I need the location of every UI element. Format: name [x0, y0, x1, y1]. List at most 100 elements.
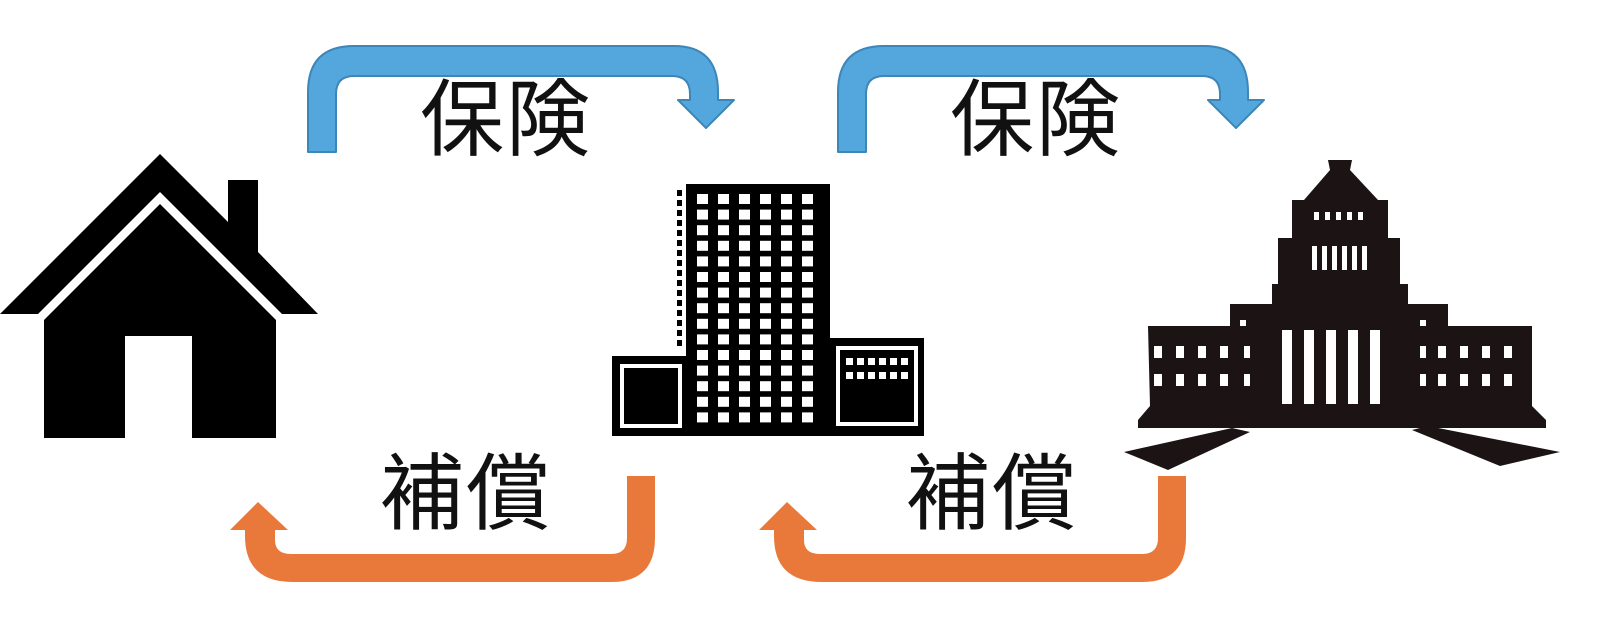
window [781, 381, 792, 392]
window [718, 272, 729, 282]
window [1312, 246, 1317, 270]
window [781, 412, 792, 423]
window [718, 365, 729, 376]
window [802, 287, 813, 298]
window [879, 372, 886, 379]
window [739, 287, 750, 298]
window [677, 190, 682, 196]
window [1198, 374, 1206, 386]
window [846, 358, 853, 365]
window [718, 303, 729, 314]
window [1322, 246, 1327, 270]
window [802, 365, 813, 376]
window [677, 320, 682, 326]
window [868, 372, 875, 379]
window [760, 240, 771, 251]
window [802, 225, 813, 236]
window [677, 240, 682, 246]
window [1438, 346, 1446, 358]
window [1482, 374, 1490, 386]
window [1358, 212, 1363, 220]
window [1220, 374, 1228, 386]
window [857, 358, 864, 365]
window [781, 334, 792, 345]
window [1176, 374, 1184, 386]
window [739, 318, 750, 329]
window [677, 300, 682, 306]
window [760, 209, 771, 220]
window [857, 372, 864, 379]
window [760, 272, 771, 282]
window [739, 209, 750, 220]
insurance-arrow-right [837, 45, 1265, 153]
window [1348, 330, 1358, 404]
window [760, 350, 771, 360]
window [1420, 374, 1426, 386]
window [1420, 346, 1426, 358]
window [1504, 374, 1512, 386]
window [677, 220, 682, 226]
window [781, 256, 792, 267]
window [1370, 330, 1380, 404]
window [802, 209, 813, 220]
window [781, 318, 792, 329]
window [697, 303, 708, 314]
window [802, 318, 813, 329]
window [781, 303, 792, 314]
window [739, 303, 750, 314]
window [739, 194, 750, 204]
window [718, 381, 729, 392]
window [1176, 346, 1184, 358]
window [1325, 212, 1330, 220]
window [760, 334, 771, 345]
window [1154, 374, 1162, 386]
window [890, 358, 897, 365]
window [781, 194, 792, 204]
window [781, 396, 792, 407]
window [739, 256, 750, 267]
window [739, 272, 750, 282]
window [718, 256, 729, 267]
window [760, 318, 771, 329]
window [718, 209, 729, 220]
window [697, 287, 708, 298]
window [677, 340, 682, 346]
window [781, 225, 792, 236]
window [1362, 246, 1367, 270]
window [760, 365, 771, 376]
window [1352, 246, 1357, 270]
window [697, 350, 708, 360]
insurance-arrow-left [307, 45, 735, 153]
window [781, 209, 792, 220]
window [802, 334, 813, 345]
window [1304, 330, 1314, 404]
window [760, 396, 771, 407]
insurance-company-building-icon [612, 184, 924, 436]
window [1282, 330, 1292, 404]
window [1332, 246, 1337, 270]
compensation-label-left: 補償 [380, 445, 553, 543]
window [802, 350, 813, 360]
window [868, 358, 875, 365]
window [760, 194, 771, 204]
window [1240, 320, 1246, 326]
window [1154, 346, 1162, 358]
window [1504, 346, 1512, 358]
window [677, 200, 682, 206]
window [781, 350, 792, 360]
window [677, 310, 682, 316]
window [697, 365, 708, 376]
window [1244, 374, 1250, 386]
insurance-label-right: 保険 [950, 71, 1123, 169]
insurance-label-left: 保険 [420, 71, 593, 169]
window [760, 303, 771, 314]
window [718, 225, 729, 236]
window [1220, 346, 1228, 358]
window [781, 240, 792, 251]
window [718, 240, 729, 251]
window [1326, 330, 1336, 404]
house-icon [0, 154, 318, 438]
window [677, 280, 682, 286]
window [781, 287, 792, 298]
window [760, 256, 771, 267]
